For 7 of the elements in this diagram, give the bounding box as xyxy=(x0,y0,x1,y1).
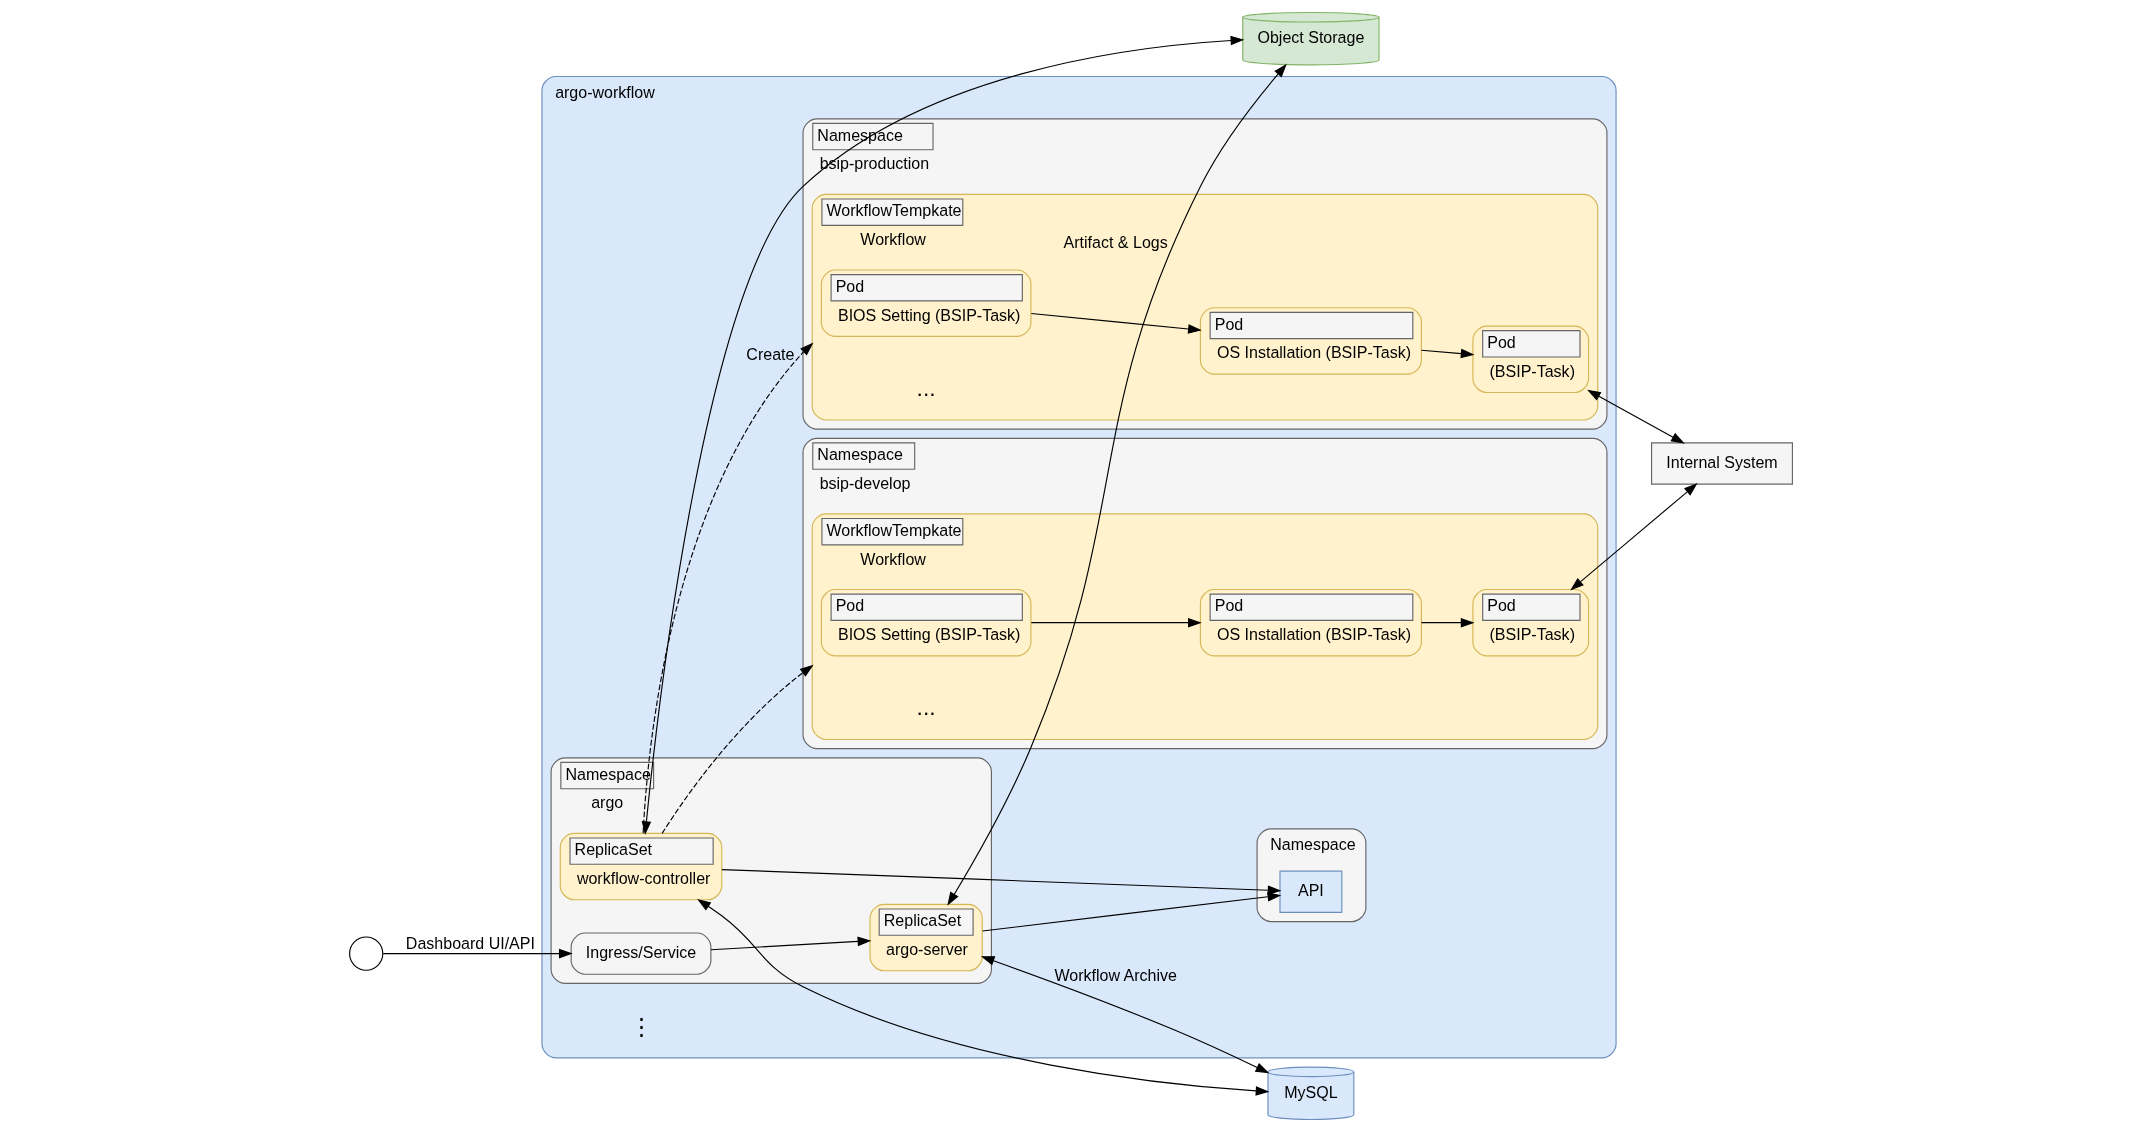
label: ... xyxy=(916,374,936,401)
label: ⋮ xyxy=(629,1012,653,1039)
edge-label: Create xyxy=(746,344,795,363)
edge-label: Artifact & Logs xyxy=(1063,233,1168,252)
label: ... xyxy=(916,694,936,721)
edge-label: Workflow Archive xyxy=(1054,966,1177,985)
edge-label: Dashboard UI/API xyxy=(405,934,535,953)
